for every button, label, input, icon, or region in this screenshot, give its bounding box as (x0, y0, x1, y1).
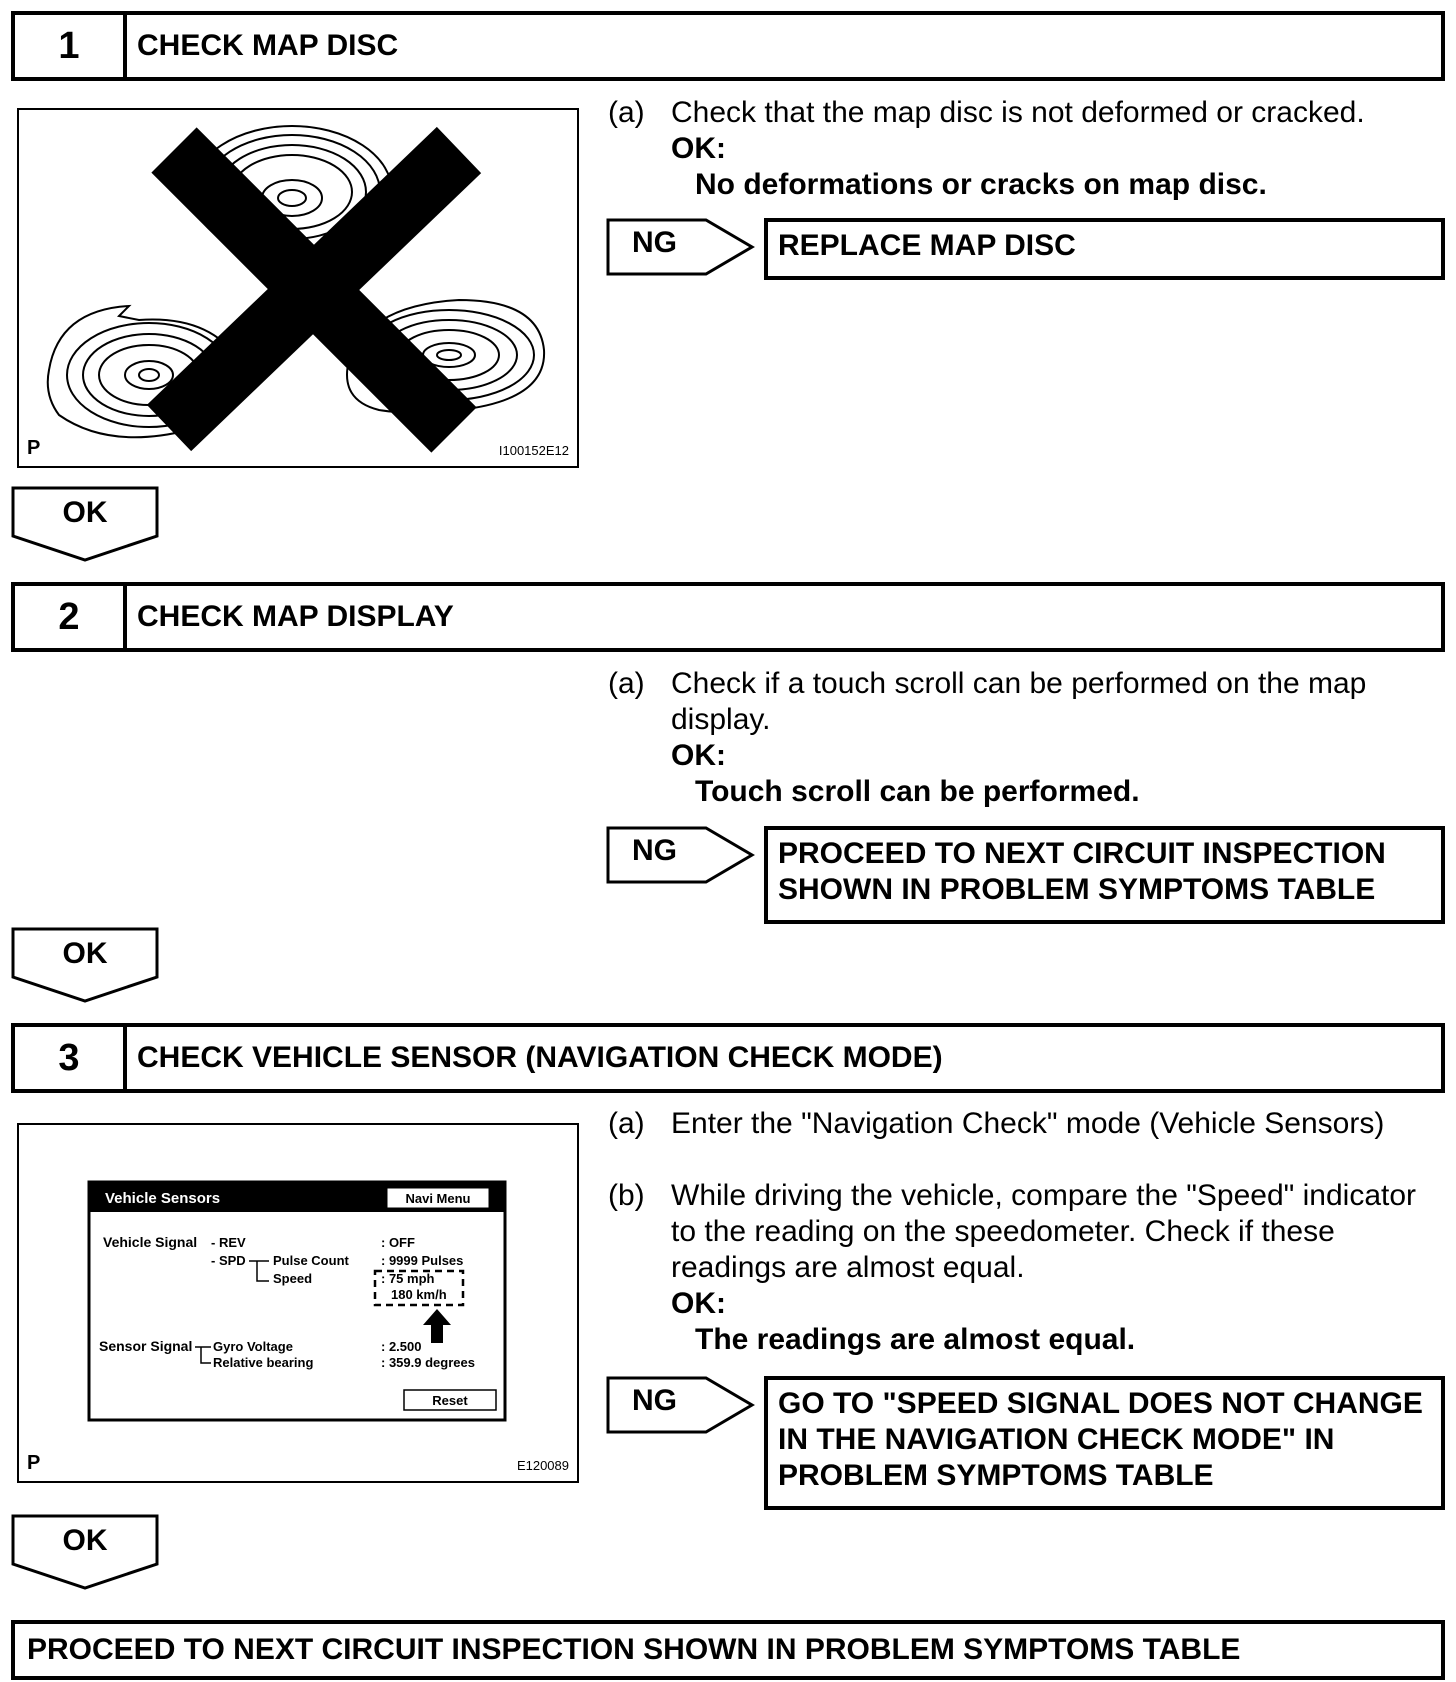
figure-corner-label: P (27, 1452, 41, 1474)
step-title: CHECK MAP DISPLAY (137, 600, 454, 633)
vehicle-sensors-screen-illustration: Vehicle Sensors Navi Menu Vehicle Signal… (17, 1123, 579, 1483)
ok-criteria: No deformations or cracks on map disc. (695, 168, 1267, 201)
figure-id: I100152E12 (498, 443, 569, 458)
step-3-instructions: (a) Enter the "Navigation Check" mode (V… (608, 1106, 1438, 1358)
instruction-text: Enter the "Navigation Check" mode (Vehic… (671, 1107, 1385, 1140)
reset-button: Reset (432, 1393, 468, 1408)
sensor-signal-label: Sensor Signal (99, 1338, 192, 1354)
step-3-header: 3 CHECK VEHICLE SENSOR (NAVIGATION CHECK… (11, 1023, 1445, 1093)
figure-id: E120089 (516, 1458, 569, 1473)
screen-title: Vehicle Sensors (105, 1190, 220, 1207)
rev-label: - REV (211, 1235, 246, 1250)
bearing-value: : 359.9 degrees (381, 1355, 475, 1370)
instruction-text: Check that the map disc is not deformed … (671, 96, 1365, 129)
speed-label: Speed (273, 1271, 312, 1286)
final-result-box: PROCEED TO NEXT CIRCUIT INSPECTION SHOWN… (11, 1620, 1445, 1680)
ng-arrow: NG (606, 218, 756, 276)
ok-arrow-label: OK (62, 1524, 108, 1557)
kmh-value: 180 km/h (391, 1287, 447, 1302)
ok-arrow: OK (11, 927, 159, 1003)
gyro-voltage-label: Gyro Voltage (213, 1339, 293, 1354)
ok-arrow: OK (11, 486, 159, 562)
instruction-text: While driving the vehicle, compare the "… (671, 1179, 1417, 1284)
step-title: CHECK VEHICLE SENSOR (NAVIGATION CHECK M… (137, 1041, 943, 1074)
ok-criteria: The readings are almost equal. (695, 1323, 1136, 1356)
ng-result-box: REPLACE MAP DISC (764, 218, 1445, 280)
ng-result-box: PROCEED TO NEXT CIRCUIT INSPECTION SHOWN… (764, 826, 1445, 924)
rev-value: : OFF (381, 1235, 415, 1250)
vehicle-signal-label: Vehicle Signal (103, 1234, 197, 1250)
instruction-a: (a) Check if a touch scroll can be perfo… (608, 666, 1438, 738)
step-number: 2 (15, 586, 127, 648)
figure-corner-label: P (27, 437, 41, 459)
instruction-b: (b) While driving the vehicle, compare t… (608, 1178, 1438, 1286)
prohibited-x-icon (146, 126, 482, 453)
ok-arrow: OK (11, 1514, 159, 1590)
step-1-header: 1 CHECK MAP DISC (11, 11, 1445, 81)
ok-label: OK: (671, 1287, 726, 1320)
instruction-a: (a) Enter the "Navigation Check" mode (V… (608, 1106, 1438, 1142)
step-1-instructions: (a) Check that the map disc is not defor… (608, 95, 1438, 203)
ok-arrow-label: OK (62, 937, 108, 970)
ng-label: NG (632, 1384, 677, 1417)
navi-menu-button: Navi Menu (405, 1191, 470, 1206)
ok-label: OK: (671, 132, 726, 165)
ng-arrow: NG (606, 1376, 756, 1434)
mph-value: : 75 mph (381, 1271, 435, 1286)
instruction-a: (a) Check that the map disc is not defor… (608, 95, 1438, 131)
step-2-header: 2 CHECK MAP DISPLAY (11, 582, 1445, 652)
instruction-label: (a) (608, 96, 645, 129)
ng-label: NG (632, 834, 677, 867)
pulses-value: : 9999 Pulses (381, 1253, 463, 1268)
ng-result-box: GO TO "SPEED SIGNAL DOES NOT CHANGE IN T… (764, 1376, 1445, 1510)
instruction-label: (a) (608, 1107, 645, 1140)
instruction-text: Check if a touch scroll can be performed… (671, 667, 1367, 736)
step-number: 1 (15, 15, 127, 77)
ng-arrow: NG (606, 826, 756, 884)
ok-arrow-label: OK (62, 496, 108, 529)
navigation-screen-diagram: Vehicle Sensors Navi Menu Vehicle Signal… (87, 1180, 507, 1422)
map-disc-illustration: P I100152E12 (17, 108, 579, 468)
cracked-disc-icon (46, 125, 546, 453)
ok-criteria: Touch scroll can be performed. (695, 775, 1140, 808)
ng-label: NG (632, 226, 677, 259)
up-arrow-icon (423, 1309, 451, 1343)
ok-label: OK: (671, 739, 726, 772)
relative-bearing-label: Relative bearing (213, 1355, 313, 1370)
instruction-label: (b) (608, 1179, 645, 1212)
step-number: 3 (15, 1027, 127, 1089)
step-2-instructions: (a) Check if a touch scroll can be perfo… (608, 666, 1438, 810)
pulse-count-label: Pulse Count (273, 1253, 350, 1268)
step-title: CHECK MAP DISC (137, 29, 399, 62)
instruction-label: (a) (608, 667, 645, 700)
spd-label: - SPD (211, 1253, 246, 1268)
gyro-value: : 2.500 (381, 1339, 421, 1354)
